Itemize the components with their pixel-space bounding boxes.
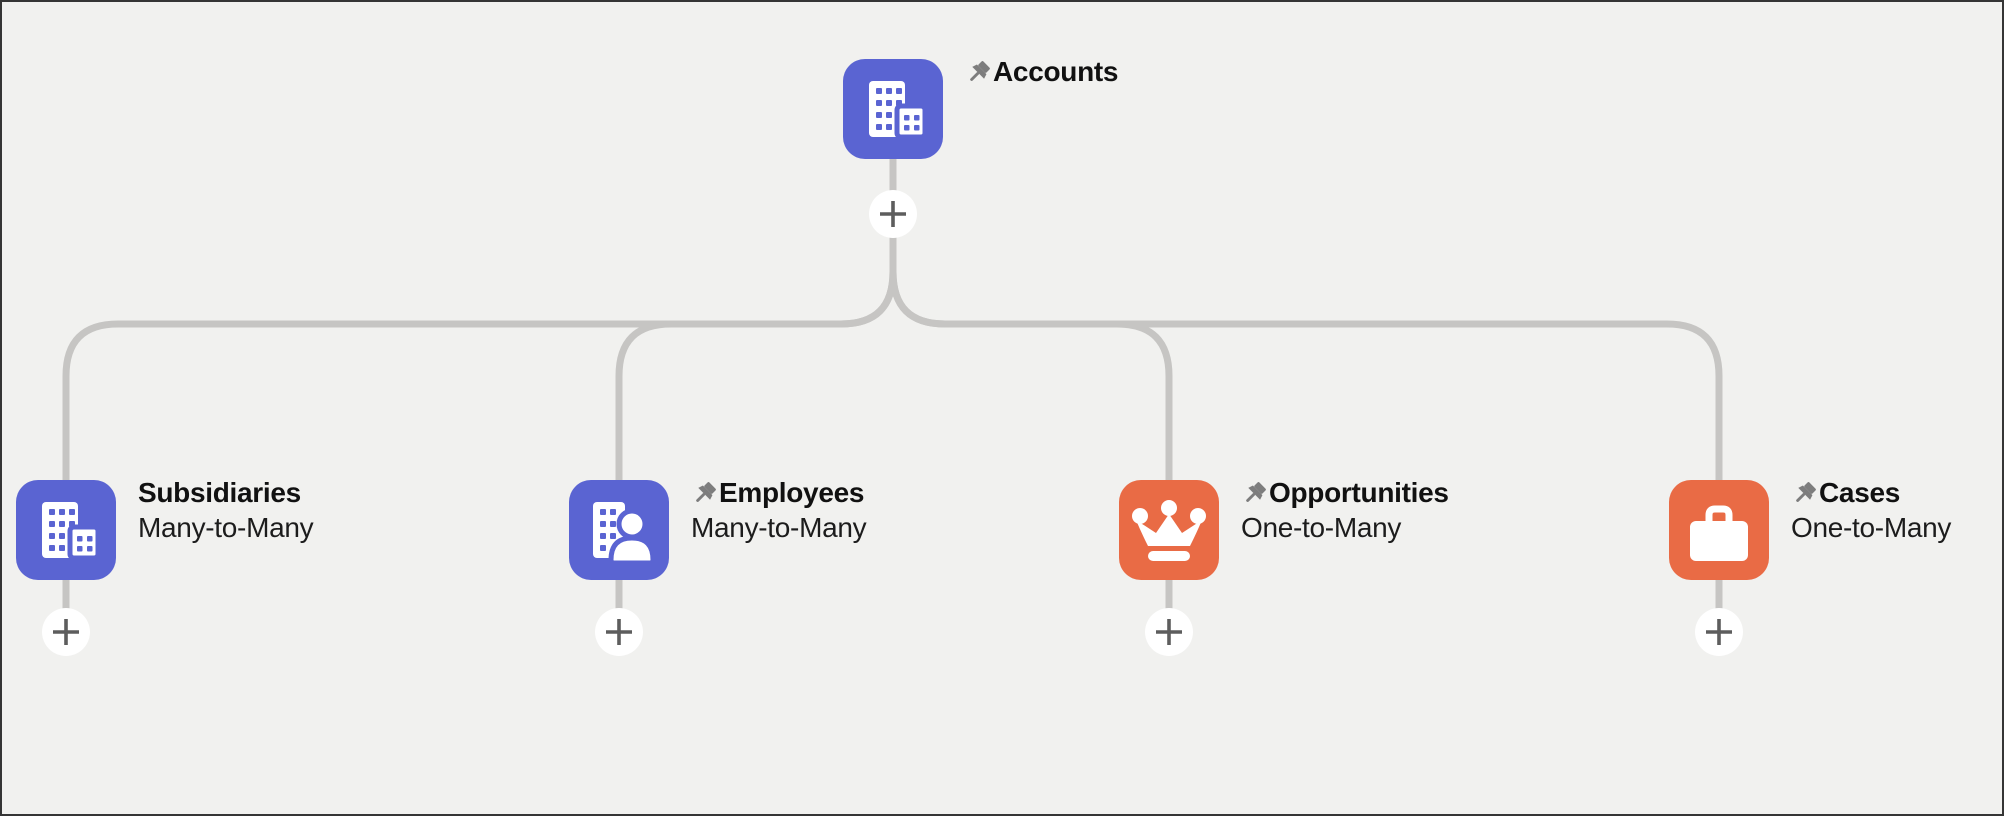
add-child-employees-button[interactable] [595, 608, 643, 656]
add-child-subsidiaries-button[interactable] [42, 608, 90, 656]
node-title: Opportunities [1269, 477, 1449, 508]
node-employees[interactable] [569, 480, 669, 580]
add-child-accounts-button[interactable] [869, 190, 917, 238]
connector-accounts-cases [889, 159, 1723, 480]
node-cases-label: Cases One-to-Many [1791, 476, 1951, 545]
connector-accounts-opportunities [889, 159, 1173, 480]
pin-icon [1241, 480, 1268, 507]
relationship-type: Many-to-Many [138, 512, 314, 543]
add-child-opportunities-button[interactable] [1145, 608, 1193, 656]
connector-accounts-employees [615, 159, 897, 480]
buildings-icon [42, 502, 101, 561]
node-subsidiaries-label: Subsidiaries Many-to-Many [138, 476, 314, 545]
building-person-icon [593, 502, 656, 566]
add-icon [606, 619, 632, 645]
connector-accounts-subsidiaries [62, 159, 897, 480]
node-accounts-label: Accounts [965, 55, 1118, 89]
node-title: Cases [1819, 477, 1901, 508]
node-title: Subsidiaries [138, 477, 301, 508]
crown-icon [1132, 500, 1206, 561]
node-title: Accounts [993, 56, 1119, 87]
pin-icon [965, 59, 992, 86]
pin-icon [691, 480, 718, 507]
add-icon [1156, 619, 1182, 645]
node-title: Employees [719, 477, 865, 508]
relationship-type: One-to-Many [1241, 512, 1402, 543]
add-icon [53, 619, 79, 645]
pin-icon [1791, 480, 1818, 507]
node-opportunities-label: Opportunities One-to-Many [1241, 476, 1449, 545]
node-cases[interactable] [1669, 480, 1769, 580]
node-opportunities[interactable] [1119, 480, 1219, 580]
relationship-type: Many-to-Many [691, 512, 867, 543]
add-icon [1706, 619, 1732, 645]
node-subsidiaries[interactable] [16, 480, 116, 580]
node-accounts[interactable] [843, 59, 943, 159]
buildings-icon [869, 81, 928, 140]
add-icon [880, 201, 906, 227]
relationship-type: One-to-Many [1791, 512, 1952, 543]
briefcase-icon [1690, 505, 1748, 561]
node-employees-label: Employees Many-to-Many [691, 476, 867, 545]
add-child-cases-button[interactable] [1695, 608, 1743, 656]
